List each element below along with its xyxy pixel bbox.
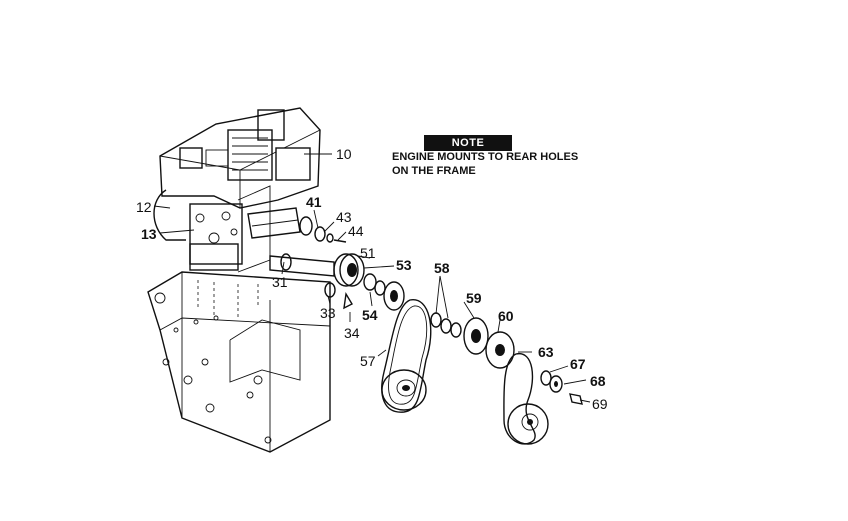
belt-57 <box>381 299 432 413</box>
label-60: 60 <box>498 308 514 324</box>
label-58: 58 <box>434 260 450 276</box>
label-68: 68 <box>590 373 606 389</box>
label-53: 53 <box>396 257 412 273</box>
engine <box>153 107 321 273</box>
note-badge: NOTE <box>424 135 512 151</box>
hardware-lower <box>540 370 583 405</box>
note-text: ENGINE MOUNTS TO REAR HOLES ON THE FRAME <box>392 150 652 178</box>
belt-63 <box>503 353 549 445</box>
label-41: 41 <box>306 194 322 210</box>
label-69: 69 <box>592 396 608 412</box>
shafts <box>247 207 335 277</box>
note-line-1: ENGINE MOUNTS TO REAR HOLES <box>392 151 579 163</box>
label-54: 54 <box>362 307 378 323</box>
pulley-stack-58-60 <box>430 312 515 369</box>
note-line-2: ON THE FRAME <box>392 165 476 177</box>
frame <box>147 271 331 453</box>
label-51: 51 <box>360 245 376 261</box>
pulley-53 <box>324 253 405 311</box>
leader-lines <box>153 153 591 403</box>
label-10: 10 <box>336 146 352 162</box>
label-13: 13 <box>141 226 157 242</box>
label-33: 33 <box>320 305 336 321</box>
label-57: 57 <box>360 353 376 369</box>
label-67: 67 <box>570 356 586 372</box>
label-12: 12 <box>136 199 152 215</box>
label-34: 34 <box>344 325 360 341</box>
label-59: 59 <box>466 290 482 306</box>
label-63: 63 <box>538 344 554 360</box>
label-43: 43 <box>336 209 352 225</box>
label-44: 44 <box>348 223 364 239</box>
hardware-upper <box>314 226 347 243</box>
label-31: 31 <box>272 274 288 290</box>
